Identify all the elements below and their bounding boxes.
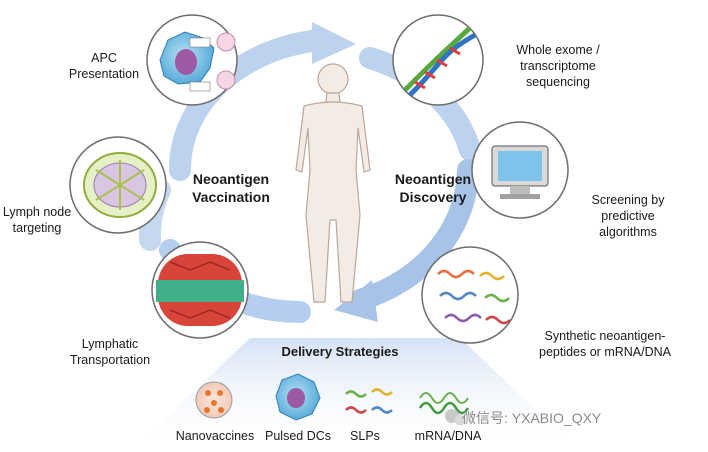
neoantigen-vaccination-label: Neoantigen Vaccination bbox=[186, 170, 276, 206]
apc-line2: Presentation bbox=[68, 67, 140, 81]
screening-label: Screening by predictive algorithms bbox=[576, 192, 680, 240]
arrow-head-top bbox=[312, 22, 356, 64]
sequencing-line3: sequencing bbox=[526, 75, 590, 89]
delivery-fan bbox=[130, 338, 580, 452]
watermark: 微信号: YXABIO_QXY bbox=[462, 410, 602, 426]
arrow-right bbox=[349, 159, 479, 311]
sequencing-line2: transcriptome bbox=[520, 59, 596, 73]
pulsed-dc-illustration bbox=[275, 373, 321, 421]
wechat-icon bbox=[445, 409, 466, 426]
discovery-line1: Neoantigen bbox=[394, 171, 472, 187]
apc-line1: APC bbox=[91, 51, 117, 65]
lymph-line2: targeting bbox=[12, 221, 62, 235]
screening-line3: algorithms bbox=[599, 225, 657, 239]
sequencing-label: Whole exome / transcriptome sequencing bbox=[498, 42, 618, 90]
delivery-strategies-title: Delivery Strategies bbox=[281, 344, 399, 359]
synthetic-peptides-illustration bbox=[421, 246, 519, 344]
lymph-node-illustration bbox=[69, 136, 167, 234]
screening-illustration bbox=[471, 121, 569, 219]
lymphatic-line1: Lymphatic bbox=[81, 337, 139, 351]
lymphatic-label: Lymphatic Transportation bbox=[62, 336, 158, 368]
discovery-line2: Discovery bbox=[399, 189, 467, 205]
apc-presentation-label: APC Presentation bbox=[64, 50, 144, 82]
arrow-head-bottom bbox=[334, 280, 378, 322]
delivery-item-pulsed-dcs: Pulsed DCs bbox=[265, 429, 331, 443]
synthetic-line1: Synthetic neoantigen- bbox=[544, 329, 666, 343]
sequencing-illustration bbox=[392, 14, 484, 106]
synthetic-label: Synthetic neoantigen- peptides or mRNA/D… bbox=[530, 328, 680, 360]
vaccination-line1: Neoantigen bbox=[192, 171, 270, 187]
sequencing-line1: Whole exome / bbox=[516, 43, 600, 57]
delivery-item-slps: SLPs bbox=[350, 429, 380, 443]
lymphatic-transportation-illustration bbox=[151, 241, 249, 339]
slp-illustration bbox=[345, 388, 393, 414]
lymph-line1: Lymph node bbox=[2, 205, 72, 219]
screening-line2: predictive bbox=[601, 209, 655, 223]
lymphatic-line2: Transportation bbox=[69, 353, 151, 367]
delivery-item-mrna-dna: mRNA/DNA bbox=[414, 429, 482, 443]
synthetic-line2: peptides or mRNA/DNA bbox=[539, 345, 671, 359]
nanovaccine-illustration bbox=[195, 381, 233, 419]
neoantigen-discovery-label: Neoantigen Discovery bbox=[388, 170, 478, 206]
human-body-illustration bbox=[295, 63, 371, 303]
vaccination-line2: Vaccination bbox=[192, 189, 270, 205]
delivery-item-nanovaccines: Nanovaccines bbox=[175, 429, 255, 443]
screening-line1: Screening by bbox=[591, 193, 665, 207]
mrna-dna-illustration bbox=[418, 392, 470, 415]
apc-presentation-illustration bbox=[146, 14, 238, 106]
lymph-node-label: Lymph node targeting bbox=[2, 204, 72, 236]
